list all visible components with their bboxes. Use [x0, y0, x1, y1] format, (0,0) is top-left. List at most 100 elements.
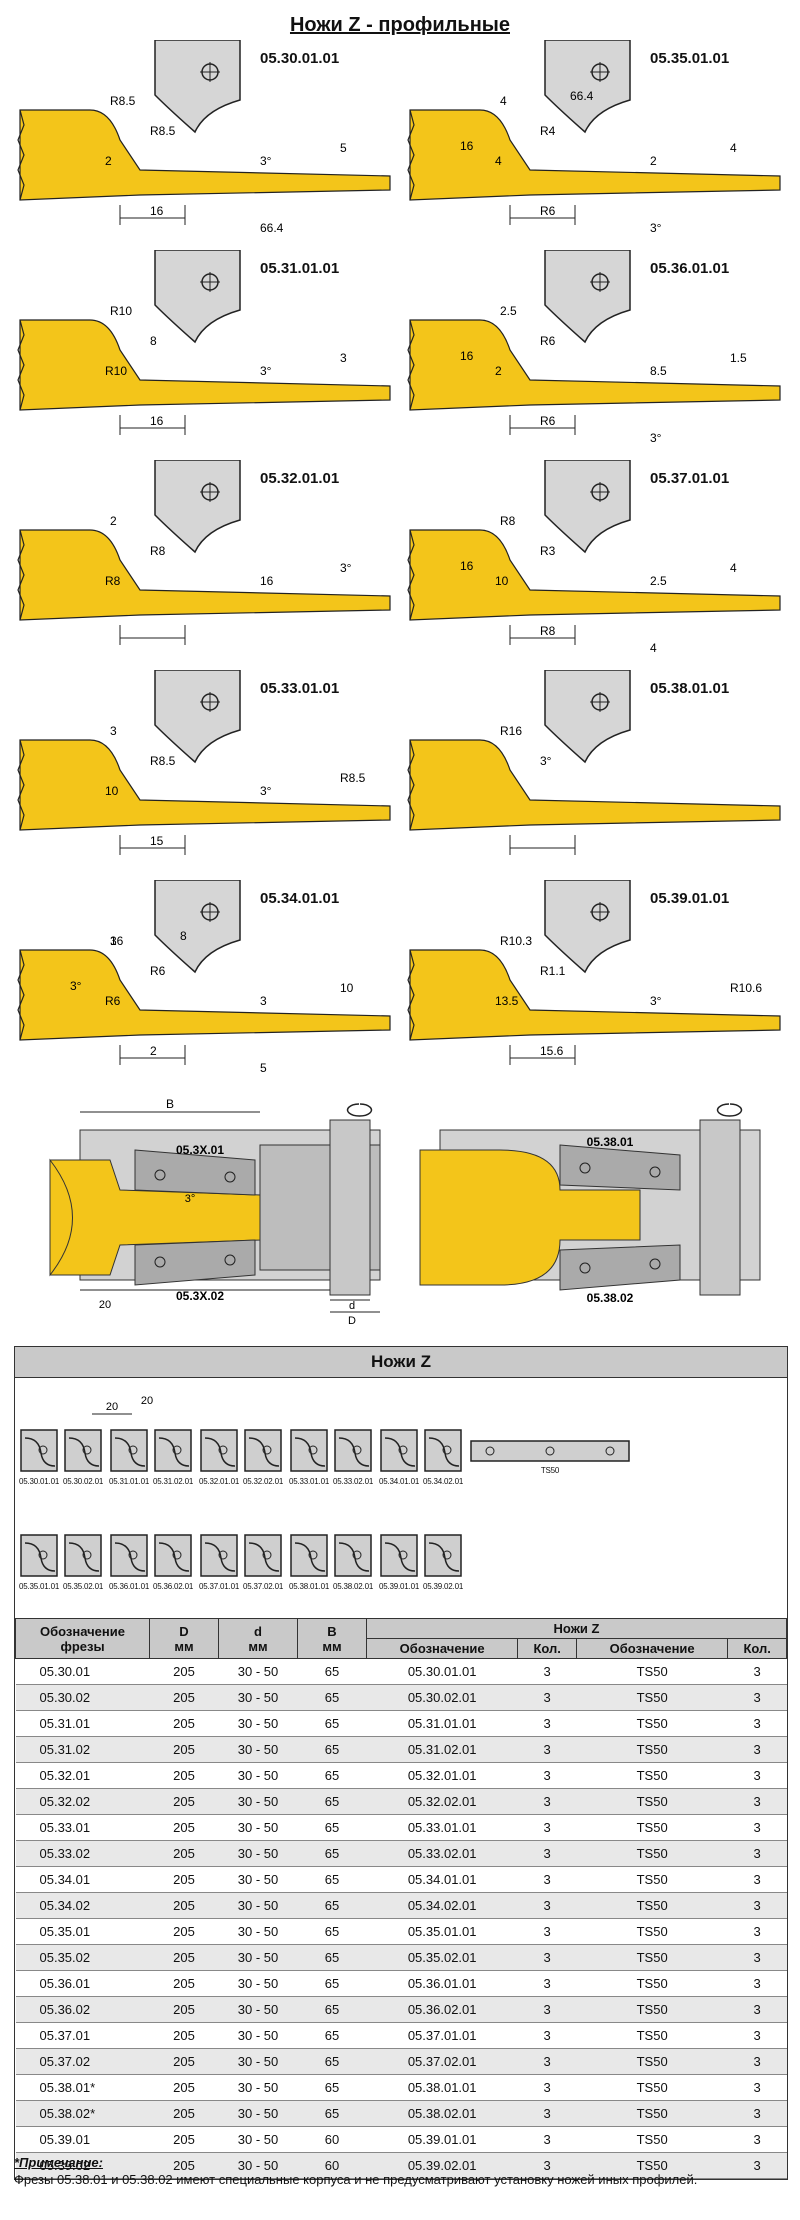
table-cell: 65 — [297, 1840, 367, 1867]
dim-label: 10 — [495, 574, 509, 588]
dim-label: R10 — [105, 364, 127, 378]
cutter-body — [409, 109, 781, 201]
table-cell: 205 — [149, 1892, 219, 1919]
knife-thumb-05.30.02.01: 05.30.02.01 — [63, 1428, 103, 1486]
table-cell: 05.35.01 — [15, 1918, 150, 1945]
footnote: *Примечание: Фрезы 05.38.01 и 05.38.02 и… — [14, 2154, 786, 2188]
table-cell: 3 — [517, 1762, 577, 1789]
knife-insert — [154, 460, 241, 554]
table-cell: 65 — [297, 1788, 367, 1815]
dim-label: 2 — [150, 1044, 157, 1058]
dim-label: R10.3 — [500, 934, 532, 948]
table-cell: TS50 — [576, 1944, 728, 1971]
table-cell: TS50 — [576, 1788, 728, 1815]
profile-code: 05.36.01.01 — [650, 260, 730, 277]
dim-label: 3° — [540, 754, 552, 768]
dim-label: R10 — [110, 304, 132, 318]
assembly-top-knife: 05.3X.01 — [176, 1143, 224, 1157]
table-cell: 05.36.01.01 — [366, 1970, 518, 1997]
table-cell: 65 — [297, 1996, 367, 2023]
table-cell: TS50 — [576, 1710, 728, 1737]
cutter-body — [409, 739, 781, 831]
table-cell: 3 — [517, 1710, 577, 1737]
dim-label: 16 — [460, 559, 474, 573]
footnote-title: *Примечание: — [14, 2155, 103, 2170]
dim-a: 20 — [106, 1401, 118, 1413]
dim-label: 66.4 — [260, 221, 284, 235]
dim-annotation: 20 20 — [92, 1395, 153, 1415]
table-cell: 30 - 50 — [218, 1762, 298, 1789]
table-cell: 3 — [517, 1866, 577, 1893]
assembly-b-label: B — [166, 1097, 174, 1111]
table-cell: 05.33.01 — [15, 1814, 150, 1841]
knife-thumb-05.30.01.01: 05.30.01.01 — [19, 1428, 59, 1486]
knife-insert — [154, 670, 241, 764]
table-cell: 05.34.02.01 — [366, 1892, 518, 1919]
table-cell: 3 — [517, 1944, 577, 1971]
knife-thumb-05.37.01.01: 05.37.01.01 — [199, 1533, 239, 1591]
knife-insert — [544, 670, 631, 764]
dim-label: 3 — [110, 934, 117, 948]
assembly-right — [419, 1103, 761, 1296]
table-cell: 05.39.01 — [15, 2126, 150, 2153]
table-cell: 3 — [727, 1736, 787, 1763]
dim-label: 16 — [260, 574, 274, 588]
table-cell: 05.31.01.01 — [366, 1710, 518, 1737]
table-cell: 05.35.02 — [15, 1944, 150, 1971]
table-cell: 205 — [149, 2126, 219, 2153]
assembly-left — [49, 1103, 381, 1313]
assembly-right-top-knife: 05.38.01 — [587, 1135, 634, 1149]
knife-insert — [544, 460, 631, 554]
table-cell: 3 — [727, 1892, 787, 1919]
table-cell: 3 — [727, 2074, 787, 2101]
dim-label: 8 — [180, 929, 187, 943]
table-cell: 205 — [149, 1996, 219, 2023]
table-cell: TS50 — [576, 1658, 728, 1685]
table-cell: 3 — [727, 1788, 787, 1815]
table-cell: 65 — [297, 1658, 367, 1685]
table-cell: 205 — [149, 2152, 219, 2179]
table-cell: 65 — [297, 2048, 367, 2075]
table-cell: 65 — [297, 1736, 367, 1763]
table-cell: 3 — [727, 2048, 787, 2075]
knife-insert — [544, 250, 631, 344]
table-cell: 05.38.01.01 — [366, 2074, 518, 2101]
table-cell: 05.37.02.01 — [366, 2048, 518, 2075]
dim-label: R8 — [500, 514, 516, 528]
table-cell: 3 — [727, 1762, 787, 1789]
knife-thumb-05.31.02.01: 05.31.02.01 — [153, 1428, 193, 1486]
dim-b: 20 — [141, 1395, 153, 1407]
profile-code: 05.38.01.01 — [650, 680, 730, 697]
table-cell: 3 — [727, 1658, 787, 1685]
table-cell: TS50 — [576, 1684, 728, 1711]
cutter-body — [409, 529, 781, 621]
knife-thumb-05.32.02.01: 05.32.02.01 — [243, 1428, 283, 1486]
table-cell: 30 - 50 — [218, 1918, 298, 1945]
table-cell: 30 - 50 — [218, 1892, 298, 1919]
table-cell: 05.31.02.01 — [366, 1736, 518, 1763]
table-cell: TS50 — [576, 1814, 728, 1841]
dim-label: 13.5 — [495, 994, 519, 1008]
table-cell: 05.34.02 — [15, 1892, 150, 1919]
table-cell: 3 — [517, 1788, 577, 1815]
table-cell: 3 — [517, 1840, 577, 1867]
assembly-angle: 3° — [185, 1193, 196, 1205]
table-cell: 205 — [149, 1710, 219, 1737]
table-cell: TS50 — [576, 1840, 728, 1867]
table-cell: 30 - 50 — [218, 2100, 298, 2127]
h-code-2: Обозначение — [575, 1638, 729, 1659]
table-cell: 205 — [149, 1918, 219, 1945]
table-cell: 3 — [517, 1996, 577, 2023]
table-cell: 3 — [727, 1866, 787, 1893]
